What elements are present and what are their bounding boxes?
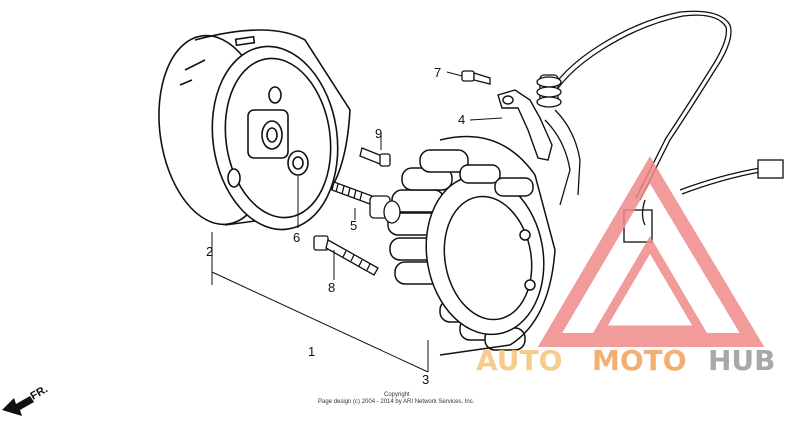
callout-7: 7 [434, 65, 441, 80]
copyright-line1: Copyright [384, 392, 410, 398]
watermark-moto: MOTO [592, 344, 687, 377]
leader-lines [211, 71, 503, 373]
bolt-7 [461, 70, 491, 85]
watermark-logo: AUTO MOTO HUB [476, 156, 776, 377]
watermark-auto: AUTO [476, 344, 562, 377]
bolt-9 [359, 147, 391, 167]
callout-6: 6 [293, 230, 300, 245]
callout-3: 3 [422, 372, 429, 387]
flywheel [158, 29, 351, 231]
wire-harness [536, 10, 784, 243]
callout-2: 2 [206, 244, 213, 259]
direction-label: FR. [29, 383, 50, 402]
stator [387, 135, 556, 356]
bracket [497, 89, 553, 161]
callout-1: 1 [308, 344, 315, 359]
bolt-5 [331, 181, 401, 224]
callout-5: 5 [350, 218, 357, 233]
callout-8: 8 [328, 280, 335, 295]
copyright-line2: Page design (c) 2004 - 2014 by ARI Netwo… [318, 399, 475, 405]
watermark-hub: HUB [708, 344, 776, 377]
callout-4: 4 [458, 112, 465, 127]
bolt-8 [313, 235, 379, 276]
callout-9: 9 [375, 126, 382, 141]
front-direction-arrow: FR. [2, 383, 50, 416]
